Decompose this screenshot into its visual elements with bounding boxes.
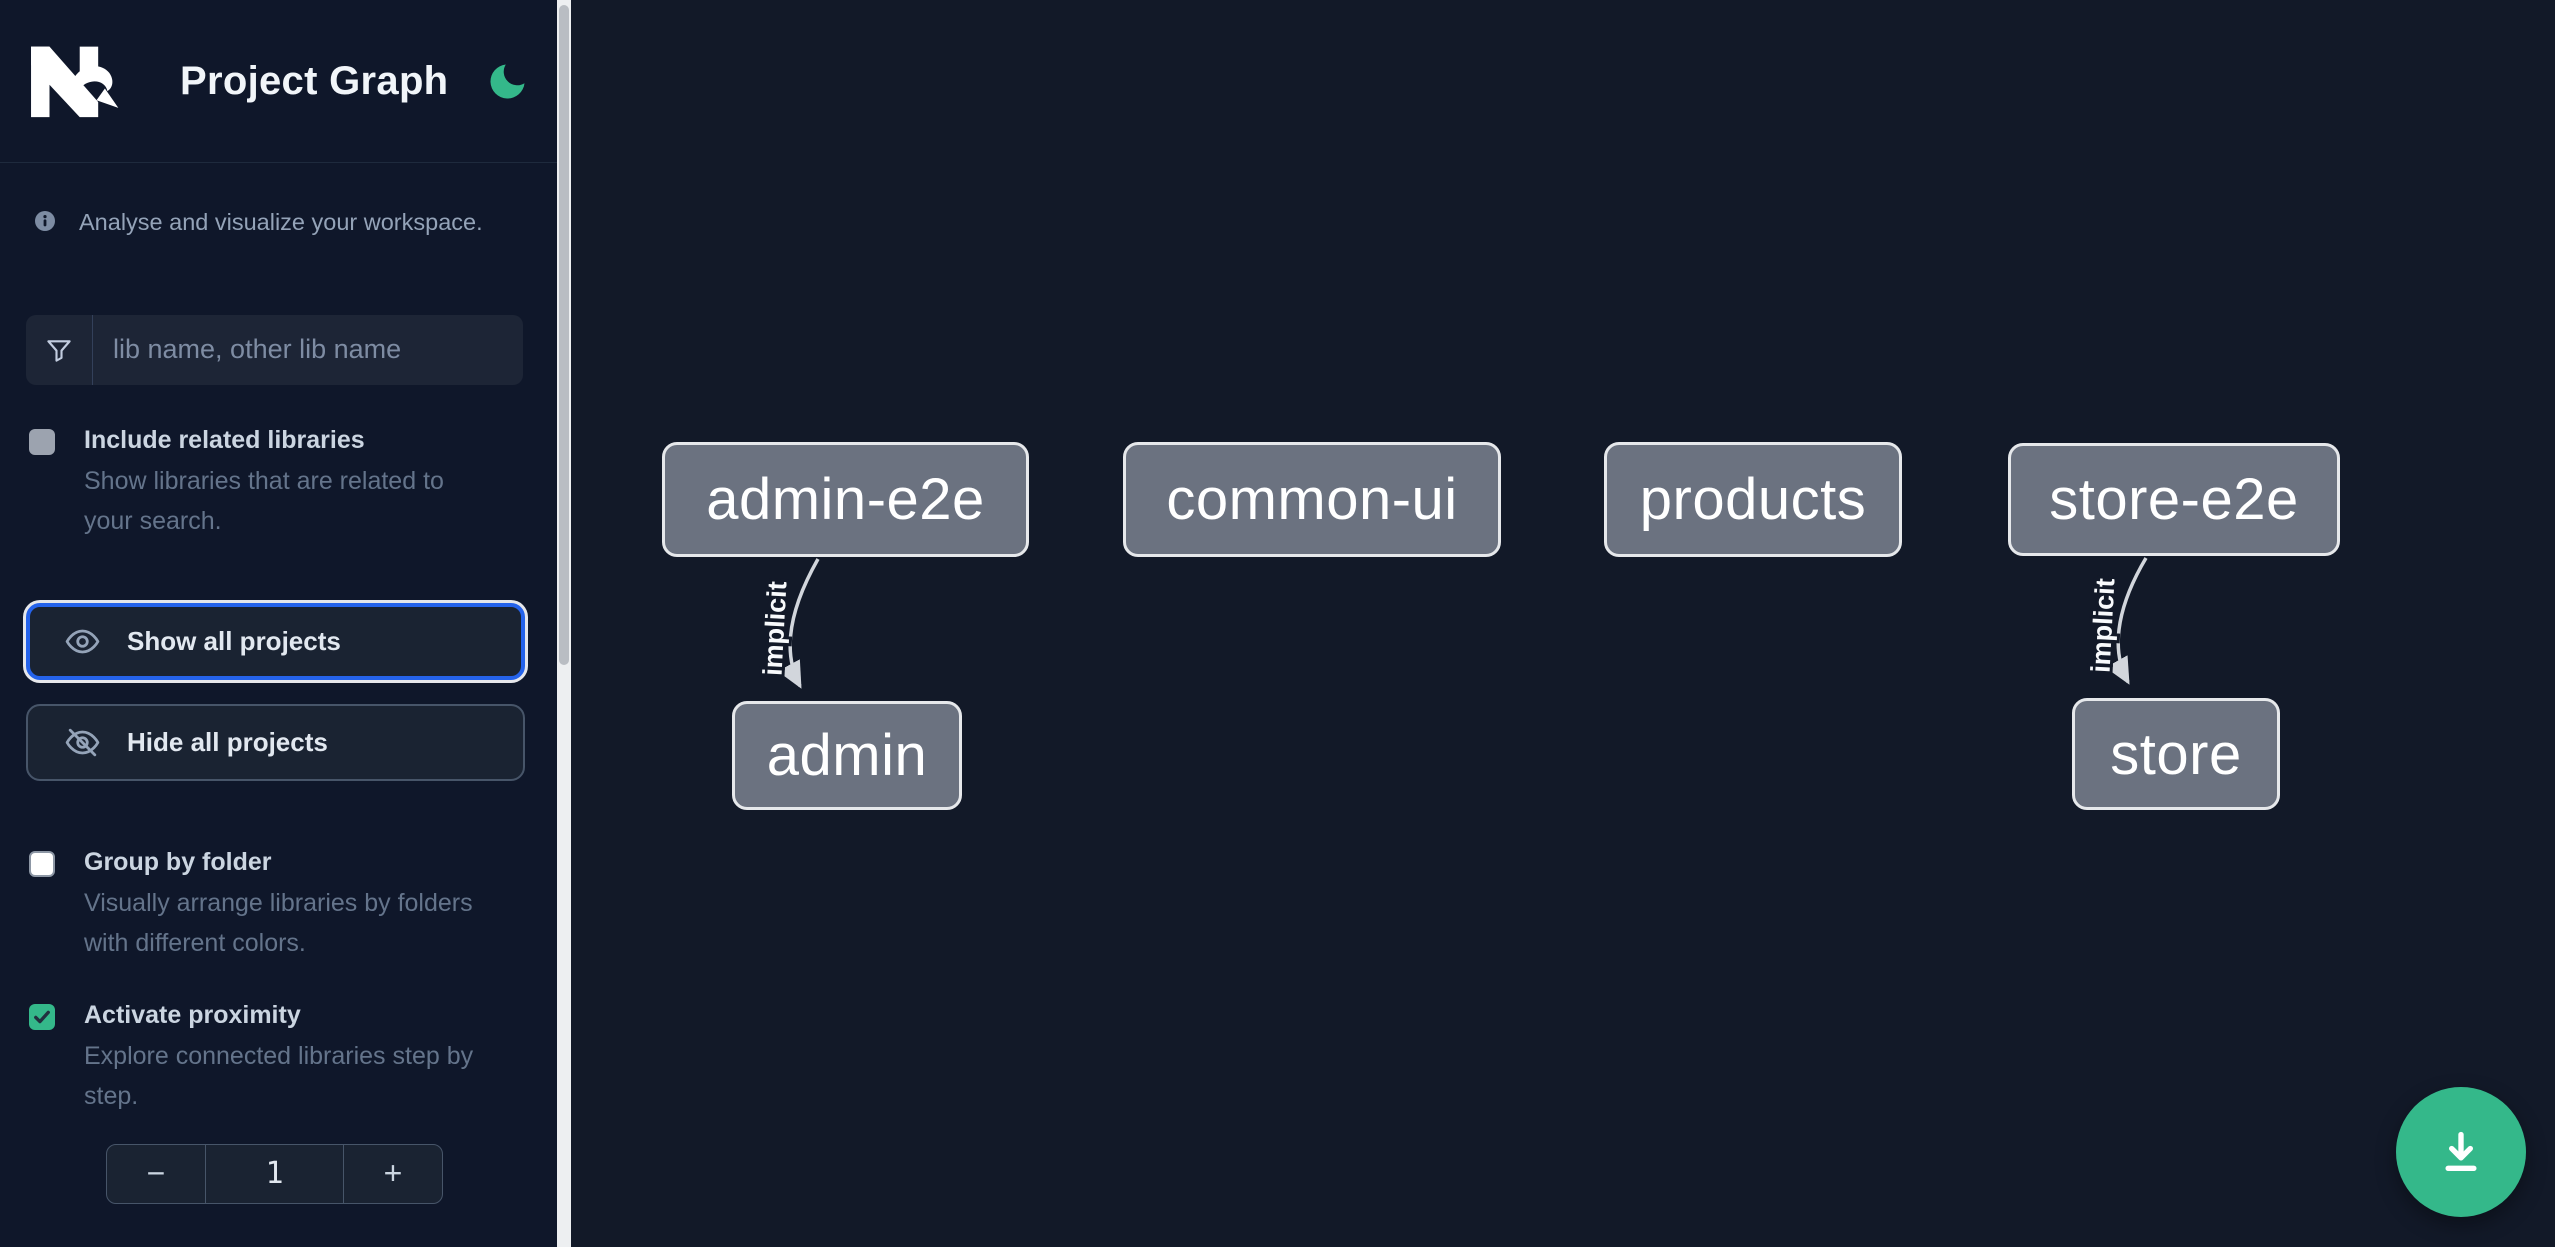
eye-icon [64,623,101,660]
tagline-text: Analyse and visualize your workspace. [79,209,483,235]
info-icon [33,207,57,233]
include-related-option: Include related libraries Show libraries… [29,425,531,541]
activate-proximity-option: Activate proximity Explore connected lib… [29,1000,531,1116]
graph-node-admin-e2e[interactable]: admin-e2e [662,442,1029,557]
search-box [26,314,523,385]
sidebar-content: Project Graph Ana [0,0,557,1247]
dark-mode-toggle-button[interactable] [486,59,530,103]
activate-proximity-label: Activate proximity [84,1000,301,1029]
edge-label-implicit: implicit [2086,578,2121,674]
activate-proximity-description: Explore connected libraries step by step… [84,1041,474,1110]
scrollbar-thumb[interactable] [559,5,569,665]
proximity-stepper: − 1 + [106,1143,443,1204]
moon-icon [486,59,530,103]
proximity-decrement-button[interactable]: − [107,1145,205,1203]
graph-node-admin[interactable]: admin [732,701,962,810]
graph-node-common-ui[interactable]: common-ui [1123,442,1501,557]
activate-proximity-checkbox[interactable] [29,1003,55,1030]
graph-node-store[interactable]: store [2072,698,2280,810]
sidebar-scrollbar[interactable] [557,0,571,1247]
app-header: Project Graph [0,0,557,163]
page-title: Project Graph [180,58,449,103]
graph-canvas[interactable]: implicit implicit admin-e2e common-ui pr… [571,0,2555,1247]
search-input[interactable] [93,314,523,385]
group-by-folder-checkbox[interactable] [29,850,55,877]
checkmark-icon [32,1007,52,1027]
proximity-value: 1 [205,1144,344,1203]
include-related-checkbox[interactable] [29,428,55,455]
proximity-increment-button[interactable]: + [344,1145,442,1203]
sidebar: Project Graph Ana [0,0,571,1247]
hide-all-projects-label: Hide all projects [127,726,328,757]
include-related-description: Show libraries that are related to your … [84,466,444,535]
include-related-label: Include related libraries [84,425,365,454]
group-by-folder-label: Group by folder [84,847,272,876]
download-icon [2433,1124,2489,1180]
show-all-projects-label: Show all projects [127,625,341,656]
graph-node-store-e2e[interactable]: store-e2e [2008,443,2340,556]
hide-all-projects-button[interactable]: Hide all projects [26,703,525,781]
nx-logo-icon [26,43,120,119]
edge-label-implicit: implicit [758,581,793,677]
group-by-folder-description: Visually arrange libraries by folders wi… [84,888,473,957]
eye-slash-icon [64,724,101,761]
workspace-tagline-row: Analyse and visualize your workspace. [33,207,531,238]
graph-node-products[interactable]: products [1604,442,1902,557]
edge-store-e2e-to-store[interactable]: implicit [2083,557,2148,685]
edge-admin-e2e-to-admin[interactable]: implicit [755,558,820,689]
filter-funnel-icon [26,314,93,385]
show-all-projects-button[interactable]: Show all projects [26,602,525,680]
group-by-folder-option: Group by folder Visually arrange librari… [29,847,531,963]
graph-edges-layer: implicit implicit [755,557,2148,689]
download-image-button[interactable] [2396,1087,2526,1217]
